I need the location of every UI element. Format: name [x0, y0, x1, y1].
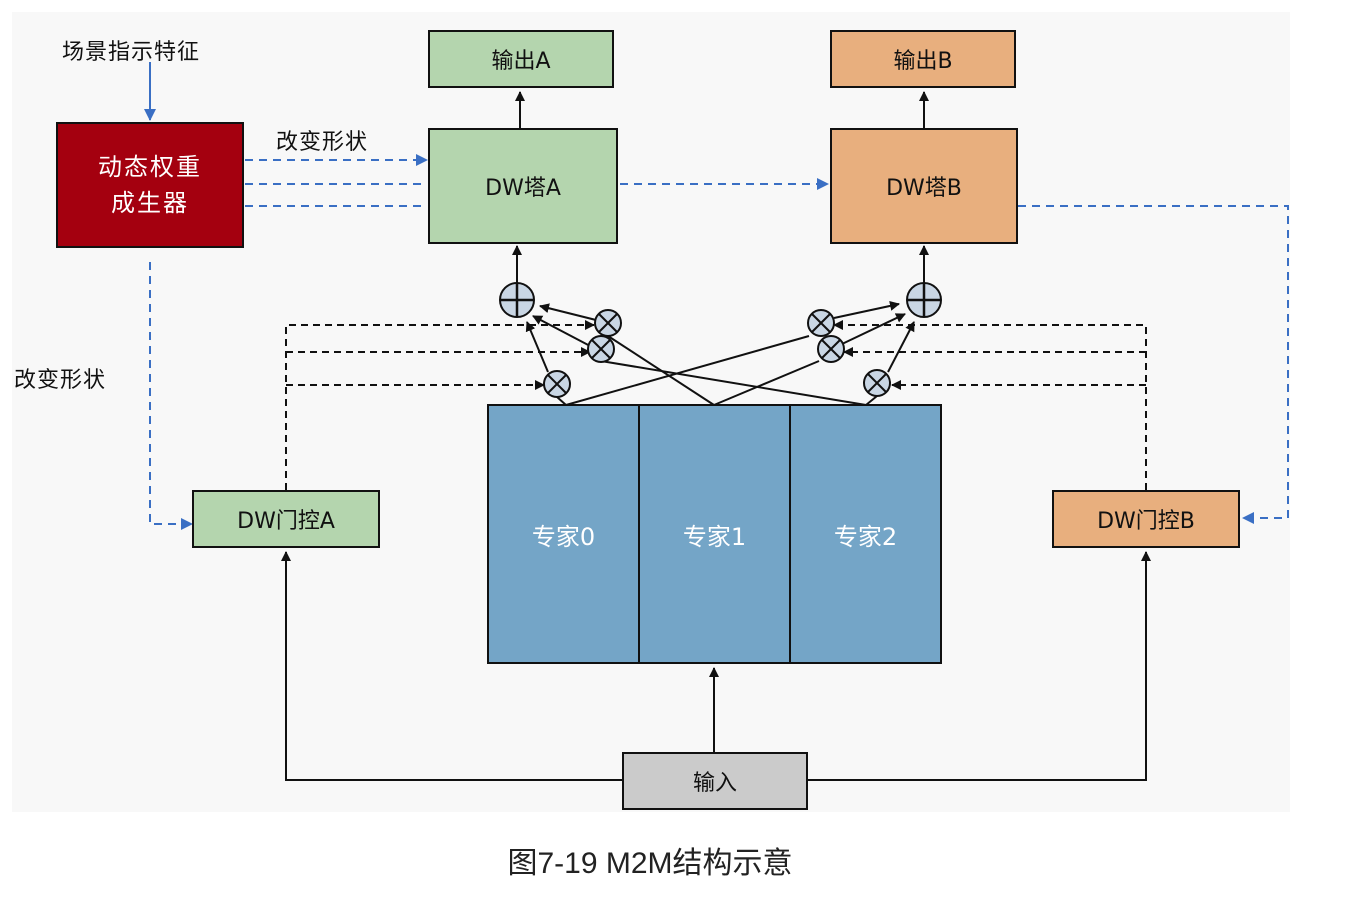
multiply-node-a2-icon — [594, 309, 622, 337]
reshape-label-top: 改变形状 — [276, 130, 369, 155]
sum-node-b-icon — [906, 282, 942, 318]
expert-0: 专家0 — [487, 404, 640, 664]
multiply-node-a1-icon — [587, 335, 615, 363]
dw-gate-b: DW门控B — [1052, 490, 1240, 548]
gate-b-weight-links — [833, 320, 1147, 490]
multiply-nodes — [543, 309, 891, 398]
expert-1: 专家1 — [638, 404, 791, 664]
scene-feature-label: 场景指示特征 — [62, 40, 201, 65]
dynamic-weight-generator: 动态权重成生器 — [56, 122, 244, 248]
figure-caption: 图7-19 M2M结构示意 — [507, 847, 793, 880]
reshape-label-left: 改变形状 — [14, 368, 107, 393]
solid-flow-arrows — [281, 91, 1151, 781]
multiply-node-b0-icon — [807, 309, 835, 337]
output-b: 输出B — [830, 30, 1016, 88]
multiply-node-a0-icon — [543, 370, 571, 398]
multiply-node-b2-icon — [863, 369, 891, 397]
dw-tower-b: DW塔B — [830, 128, 1018, 244]
expert-2: 专家2 — [789, 404, 942, 664]
multiply-node-b1-icon — [817, 335, 845, 363]
dw-gate-a: DW门控A — [192, 490, 380, 548]
generator-to-tower-a-links — [149, 154, 1289, 530]
sum-node-a-icon — [499, 282, 535, 318]
output-a: 输出A — [428, 30, 614, 88]
input-box: 输入 — [622, 752, 808, 810]
dw-tower-a: DW塔A — [428, 128, 618, 244]
